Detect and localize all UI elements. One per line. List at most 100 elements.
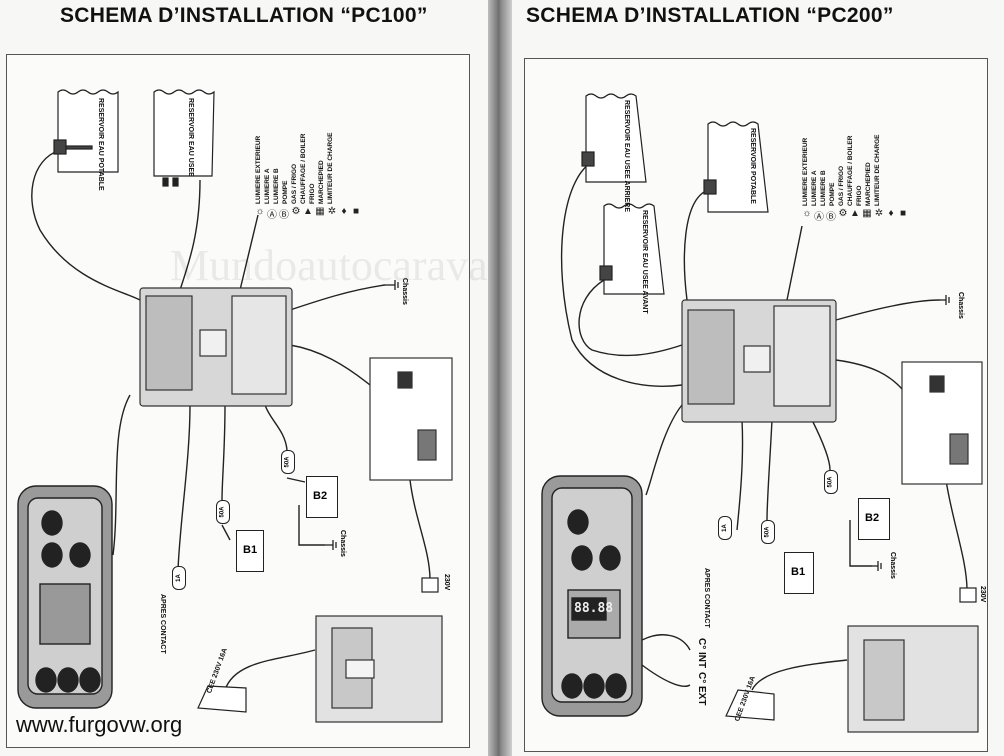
tank-usee-arriere-shape [581, 93, 647, 183]
label-apres-contact: APRES CONTACT [703, 568, 710, 628]
label-230v: 230V [979, 586, 986, 603]
label-tank-potable: RESERVOIR POTABLE [749, 128, 756, 204]
legend-icons-pc200: ☼ Ⓐ Ⓑ ⚙ ▲ ▦ ✲ ♦ ■ [802, 208, 908, 223]
legend-item: LIMITEUR DE CHARGE [327, 132, 334, 205]
ground-symbols-pc100 [325, 280, 399, 550]
heating-icon: ▦ [315, 206, 325, 217]
wire-cee [751, 659, 848, 691]
fuse-50a-b2: 50A [281, 450, 295, 474]
plug-230v-pc100 [421, 577, 439, 593]
page-title-pc200: SCHEMA D’INSTALLATION “PC200” [526, 4, 894, 27]
label-sensor-ext: C° EXT [696, 672, 707, 706]
book-spine [488, 0, 512, 756]
wire-apres-contact [736, 419, 744, 531]
step-icon: ♦ [341, 206, 347, 217]
left-page-pc100: SCHEMA D’INSTALLATION “PC100” [0, 0, 488, 756]
wire-legend-leader [786, 225, 803, 301]
fuse-50a-b2: 50A [824, 470, 838, 494]
fuse-1a: 1A [718, 516, 732, 540]
legend-item: LUMIERE A [264, 168, 271, 204]
wire-chassis-b2 [849, 520, 872, 567]
heating-icon: ▦ [862, 208, 872, 219]
gas-icon: ▲ [303, 206, 313, 217]
legend-item: FRIGO [856, 185, 863, 206]
label-apres-contact: APRES CONTACT [159, 594, 166, 654]
gas-icon: ▲ [850, 208, 860, 219]
wire-cee [224, 649, 316, 691]
legend-item: LUMIERE A [811, 170, 818, 206]
wire-chassis-main [835, 299, 941, 321]
label-chassis-main: Chassis [957, 292, 964, 319]
wire-chassis-b2 [298, 505, 325, 546]
wire-fuse-b2 [811, 419, 831, 471]
wire-legend-leader [239, 214, 259, 291]
fridge-icon: ✲ [327, 206, 337, 217]
wire-apres-contact [177, 404, 191, 571]
step-icon: ♦ [888, 208, 894, 219]
battery-b1: B1 [236, 530, 264, 572]
legend-pc100: LUMIERE EXTERIEUR LUMIERE A LUMIERE B PO… [255, 118, 334, 205]
legend-item: FRIGO [309, 183, 316, 204]
distribution-box-pc100 [315, 615, 443, 723]
wire-potable-tank [31, 149, 141, 301]
ground-symbols-pc200 [872, 295, 950, 571]
wiring-diagram-pc200 [541, 93, 983, 733]
wiring-diagram-pc100 [17, 89, 453, 723]
label-sensor-int: C° INT [696, 638, 707, 669]
legend-pc200: LUMIERE EXTERIEUR LUMIERE A LUMIERE B PO… [802, 120, 881, 207]
plug-230v-pc200 [959, 587, 977, 603]
battery-charger [369, 357, 453, 481]
charge-limit-icon: ■ [352, 206, 360, 217]
exterior-light-icon: ☼ [802, 208, 812, 219]
light-b-icon: Ⓑ [279, 210, 289, 221]
legend-item: POMPE [829, 182, 836, 206]
legend-item: LIMITEUR DE CHARGE [874, 134, 881, 207]
tank-usee-shape [153, 89, 215, 187]
wire-fuse-b1 [766, 419, 773, 521]
page-title-pc100: SCHEMA D’INSTALLATION “PC100” [60, 4, 428, 27]
pump-icon: ⚙ [838, 208, 848, 219]
legend-icons-pc100: ☼ Ⓐ Ⓑ ⚙ ▲ ▦ ✲ ♦ ■ [255, 206, 361, 221]
legend-item: LUMIERE B [273, 168, 280, 204]
pump-icon: ⚙ [291, 206, 301, 217]
exterior-light-icon: ☼ [255, 206, 265, 217]
wire-fuse-b1 [221, 404, 226, 501]
battery-charger [901, 361, 983, 485]
wire-fuse-b2 [264, 404, 288, 451]
label-tank-potable: RESERVOIR EAU POTABLE [97, 98, 104, 191]
wire-b2 [286, 477, 306, 483]
wire-display [112, 394, 131, 556]
battery-b2: B2 [858, 498, 890, 540]
control-unit-pc100 [139, 287, 293, 407]
label-tank-usee-avant: RESERVOIR EAU USEE AVANT [641, 210, 648, 314]
watermark: Mundoautocaravana [170, 241, 488, 290]
tank-potable-shape [703, 121, 769, 213]
wire-sensor-int [641, 634, 691, 651]
label-chassis-main: Chassis [401, 278, 408, 305]
fuse-50a-b1: 50A [761, 520, 775, 544]
wire-b1 [221, 524, 231, 541]
cee-plug-pc100 [197, 685, 247, 713]
footer-url: www.furgovw.org [16, 712, 183, 737]
fridge-icon: ✲ [874, 208, 884, 219]
label-230v: 230V [443, 574, 450, 591]
display-panel-pc100 [17, 485, 113, 709]
display-panel-pc200 [541, 475, 643, 717]
fuse-1a: 1A [172, 566, 186, 590]
label-chassis-b2: Chassis [889, 552, 896, 579]
wire-230v [945, 479, 968, 591]
light-a-icon: Ⓐ [267, 210, 277, 221]
legend-item: CHAUFFAGE / BOILER [300, 133, 307, 204]
wire-display [645, 404, 683, 496]
cee-plug-pc200 [725, 689, 775, 721]
legend-item: LUMIERE B [820, 170, 827, 206]
wire-chassis-main [289, 284, 386, 311]
wire-sensor-ext [641, 664, 691, 687]
display-readout: 88.88 [574, 601, 614, 616]
right-page-pc200: SCHEMA D’INSTALLATION “PC200” [512, 0, 1004, 756]
legend-item: LUMIERE EXTERIEUR [255, 135, 262, 204]
light-b-icon: Ⓑ [826, 212, 836, 223]
wire-230v [409, 479, 431, 581]
charge-limit-icon: ■ [899, 208, 907, 219]
wire-potable [683, 189, 709, 301]
